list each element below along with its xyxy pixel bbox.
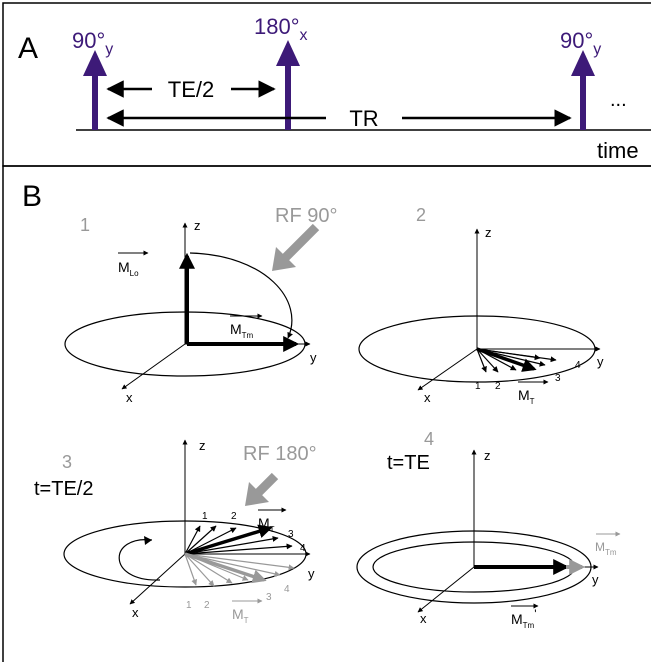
x-axis-label: x: [126, 390, 133, 405]
svg-text:MT: MT: [518, 387, 535, 406]
spins-before-refocus: [184, 524, 293, 556]
te-half-label: TE/2: [168, 77, 214, 102]
ellipsis: ...: [610, 89, 627, 111]
diagram-3-number: 3: [62, 452, 72, 472]
mt-top-label: MT: [258, 507, 287, 534]
svg-text:MLo: MLo: [118, 259, 139, 278]
mt-label: MT: [518, 379, 549, 406]
svg-text:MTm: MTm: [595, 540, 617, 557]
x-axis: [121, 343, 186, 390]
x-axis-label: x: [132, 605, 139, 620]
rf180-arrow: [245, 472, 279, 506]
diagram-1-number: 1: [80, 215, 90, 235]
mtm-label: MTm: [230, 313, 263, 340]
x-axis: [417, 348, 478, 391]
x-axis: [129, 553, 186, 605]
svg-text:MT: MT: [258, 515, 275, 534]
diagram-4: 4 t=TE z x y MTm MTm': [356, 429, 621, 630]
z-axis-label: z: [485, 225, 492, 240]
bottom-spin-label-3: 3: [266, 592, 272, 603]
t-half-label: t=TE/2: [34, 478, 93, 500]
diagram-4-number: 4: [424, 429, 434, 449]
panel-b: B 1 z y x MLo MTm: [2, 165, 651, 662]
z-axis-label: z: [194, 218, 201, 233]
z-axis-label: z: [199, 438, 206, 453]
z-axis-label: z: [484, 448, 491, 463]
mlo-label: MLo: [118, 250, 149, 278]
rotation-arc: [118, 539, 161, 581]
pulse-180x: 180°x: [254, 14, 308, 130]
nutation-arc: [189, 252, 293, 339]
pulse-90y-first: 90°y: [72, 28, 113, 130]
te-half-interval: TE/2: [106, 77, 276, 102]
spin-label-2: 2: [495, 381, 501, 392]
x-axis: [417, 566, 475, 613]
top-spin-label-3: 3: [288, 529, 294, 540]
panel-a: A 90°y 180°x 90°y TE/2 TR: [2, 2, 651, 167]
tr-interval: TR: [106, 106, 572, 131]
svg-text:MTm: MTm: [230, 321, 254, 340]
mt-bottom-label: MT: [232, 598, 263, 625]
mtm-full-label: MTm: [595, 531, 621, 557]
time-label: time: [597, 138, 639, 163]
bottom-spin-label-4: 4: [284, 584, 290, 595]
bottom-spin-label-1: 1: [186, 600, 192, 611]
panel-b-label: B: [22, 180, 42, 213]
spin-label-3: 3: [555, 373, 561, 384]
diagram-3: 3 t=TE/2 z y x 1 2 3 4: [34, 438, 317, 625]
svg-text:MTm': MTm': [511, 607, 537, 630]
svg-text:MT: MT: [232, 606, 249, 625]
dephasing-spins: [476, 347, 557, 373]
y-axis-label: y: [597, 354, 604, 369]
bottom-spin-label-2: 2: [204, 600, 210, 611]
x-axis-label: x: [420, 611, 427, 626]
spin-label-4: 4: [575, 360, 581, 371]
spin-label-1: 1: [475, 381, 481, 392]
top-spin-label-4: 4: [300, 543, 306, 554]
tr-label: TR: [349, 106, 378, 131]
top-spin-label-1: 1: [202, 511, 208, 522]
rf90-label: RF 90°: [275, 205, 337, 227]
panel-a-label: A: [18, 32, 38, 65]
pulse-90y-second: 90°y: [560, 28, 601, 130]
diagram-2: 2 z y x 1 2 3 4 MT: [358, 205, 604, 406]
pulse-90y-first-label: 90°y: [72, 28, 113, 58]
diagram-1: 1 z y x MLo MTm RF 90°: [64, 205, 337, 405]
y-axis-label: y: [308, 566, 315, 581]
t-te-label: t=TE: [387, 452, 430, 474]
rf90-arrow: [272, 223, 320, 271]
panel-b-border: [2, 165, 651, 662]
rf180-label: RF 180°: [243, 443, 317, 465]
y-axis-label: y: [310, 350, 317, 365]
top-spin-label-2: 2: [231, 511, 237, 522]
diagram-2-number: 2: [416, 205, 426, 225]
pulse-180x-label: 180°x: [254, 14, 308, 44]
x-axis-label: x: [424, 390, 431, 405]
y-axis-label: y: [592, 572, 599, 587]
spins-after-refocus: [184, 552, 295, 587]
pulse-90y-second-label: 90°y: [560, 28, 601, 58]
mtm-prime-label: MTm': [511, 603, 539, 630]
